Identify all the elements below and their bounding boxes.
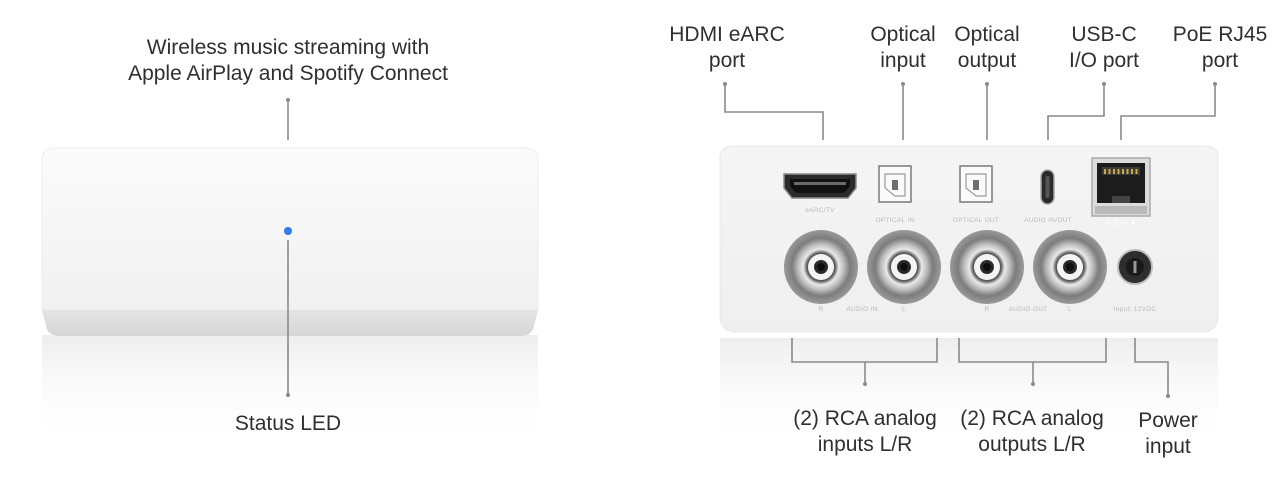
hdmi-callout-line-2: port	[708, 49, 746, 72]
optical-output-callout-line-2: output	[957, 49, 1017, 72]
optical-in-port	[878, 165, 912, 203]
audio-out-r-print: R	[985, 306, 990, 313]
usbc-port	[1040, 169, 1055, 205]
hdmi-port	[783, 173, 857, 199]
earc-print: eARC/TV	[805, 207, 835, 214]
rca-inputs-callout-line-1: (2) RCA analog	[793, 407, 937, 430]
usbc-callout-line-1: USB-C	[1071, 23, 1137, 46]
status-led-label: Status LED	[234, 412, 342, 435]
back-leader-lines-top	[723, 82, 1217, 140]
audio-out-l-print: L	[1068, 306, 1072, 313]
hdmi-callout: HDMI eARC port	[652, 22, 802, 74]
optical-output-callout: Optical output	[942, 22, 1032, 74]
optical-out-print: OPTICAL OUT	[953, 217, 999, 224]
status-led-callout: Status LED	[218, 411, 358, 437]
optical-input-callout: Optical input	[858, 22, 948, 74]
power-input-callout-line-1: Power	[1138, 409, 1198, 432]
audio-in-r-print: R	[819, 306, 824, 313]
front-device-reflection	[42, 335, 538, 445]
hdmi-callout-line-1: HDMI eARC	[669, 23, 785, 46]
audio-in-print: AUDIO IN	[846, 306, 877, 313]
usbc-print: AUDIO IN/OUT	[1024, 217, 1072, 224]
rca-outputs-callout-line-1: (2) RCA analog	[960, 407, 1104, 430]
front-callout-line-2: Apple AirPlay and Spotify Connect	[128, 62, 448, 85]
usbc-callout: USB-C I/O port	[1052, 22, 1156, 74]
power-input-callout-line-2: input	[1145, 435, 1191, 458]
status-led-icon	[284, 227, 292, 235]
optical-output-callout-line-1: Optical	[954, 23, 1020, 46]
optical-in-print: OPTICAL IN	[876, 217, 915, 224]
rca-outputs-callout: (2) RCA analog outputs L/R	[952, 406, 1112, 458]
front-device	[41, 147, 539, 445]
back-leader-lines-bottom	[791, 338, 1170, 398]
optical-input-callout-line-2: input	[880, 49, 926, 72]
poe-print: PoE IN ⬍	[1106, 219, 1136, 227]
rca-output-left-port	[1033, 230, 1107, 304]
front-leader-lines	[286, 98, 290, 397]
rca-input-left-port	[867, 230, 941, 304]
rca-inputs-callout-line-2: inputs L/R	[817, 433, 913, 456]
power-input-callout: Power input	[1125, 408, 1211, 460]
power-print: Input: 12VDC	[1114, 306, 1157, 313]
rca-inputs-callout: (2) RCA analog inputs L/R	[785, 406, 945, 458]
rj45-callout-line-2: port	[1201, 49, 1239, 72]
rj45-callout-line-1: PoE RJ45	[1172, 23, 1268, 46]
usbc-callout-line-2: I/O port	[1068, 49, 1140, 72]
rj45-callout: PoE RJ45 port	[1170, 22, 1270, 74]
front-device-base	[42, 310, 538, 336]
front-callout-line-1: Wireless music streaming with	[146, 36, 430, 59]
rca-outputs-callout-line-2: outputs L/R	[978, 433, 1086, 456]
rca-input-right-port	[784, 230, 858, 304]
front-feature-callout: Wireless music streaming with Apple AirP…	[88, 35, 488, 87]
audio-out-print: AUDIO OUT	[1009, 306, 1048, 313]
optical-out-port	[959, 165, 993, 203]
power-input-port	[1117, 249, 1153, 285]
audio-in-l-print: L	[902, 306, 906, 313]
rca-output-right-port	[950, 230, 1024, 304]
back-device: eARC/TV OPTICAL IN OPTICAL OUT AUDIO IN/…	[719, 145, 1219, 448]
rj45-port	[1091, 157, 1151, 217]
optical-input-callout-line-1: Optical	[870, 23, 936, 46]
